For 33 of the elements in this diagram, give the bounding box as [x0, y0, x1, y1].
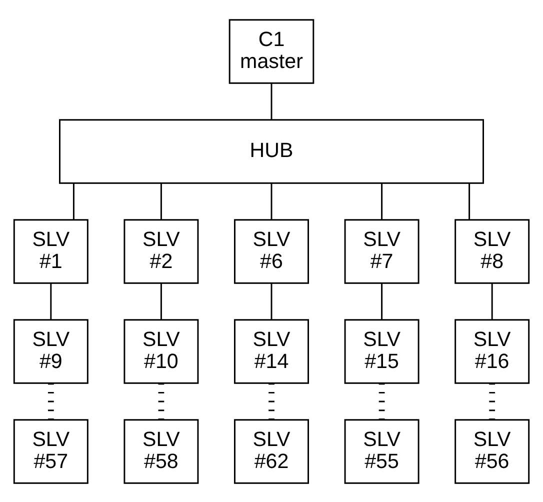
connector	[489, 382, 496, 420]
connector	[381, 182, 383, 220]
connector	[381, 282, 383, 320]
node-box: SLV #6	[234, 218, 309, 284]
connector	[268, 382, 274, 420]
node-box: SLV #57	[13, 418, 88, 484]
node-box: SLV #8	[454, 218, 530, 284]
connector	[468, 182, 470, 220]
connector	[48, 382, 54, 420]
node-box: SLV #7	[344, 218, 420, 284]
node-box: SLV #62	[234, 418, 309, 484]
node-box: SLV #2	[124, 218, 199, 284]
node-box: SLV #15	[344, 318, 420, 384]
connector	[378, 382, 385, 420]
node-box: SLV #1	[13, 218, 88, 284]
node-box: SLV #58	[124, 418, 199, 484]
connector	[158, 382, 164, 420]
node-box: HUB	[59, 118, 484, 184]
node-box: C1 master	[228, 18, 314, 84]
node-box: SLV #10	[124, 318, 199, 384]
node-box: SLV #55	[344, 418, 420, 484]
connector	[160, 282, 162, 320]
node-box: SLV #14	[234, 318, 309, 384]
connector	[491, 282, 493, 320]
node-box: SLV #9	[13, 318, 88, 384]
connector	[270, 82, 272, 120]
node-box: SLV #16	[454, 318, 530, 384]
connector	[160, 182, 162, 220]
node-box: SLV #56	[454, 418, 530, 484]
connector	[50, 282, 52, 320]
connector	[72, 182, 74, 220]
connector	[270, 282, 272, 320]
connector	[270, 182, 272, 220]
